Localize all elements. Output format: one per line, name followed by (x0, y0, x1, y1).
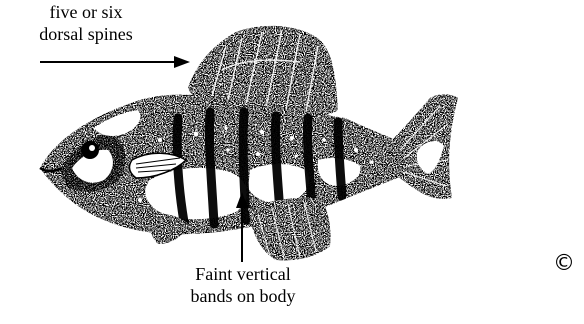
dorsal-spines-label-line2: dorsal spines (26, 23, 146, 45)
vertical-bands-label-line2: bands on body (168, 285, 318, 307)
eye (81, 141, 99, 159)
dorsal-spines-label-line1: five or six (26, 1, 146, 23)
vertical-bands-label-line1: Faint vertical (168, 263, 318, 285)
dorsal-spines-label: five or six dorsal spines (26, 1, 146, 45)
vertical-bands-label: Faint vertical bands on body (168, 263, 318, 307)
copyright-symbol: © (553, 251, 575, 276)
anal-fin (248, 197, 331, 260)
spines-arrow (40, 56, 190, 68)
